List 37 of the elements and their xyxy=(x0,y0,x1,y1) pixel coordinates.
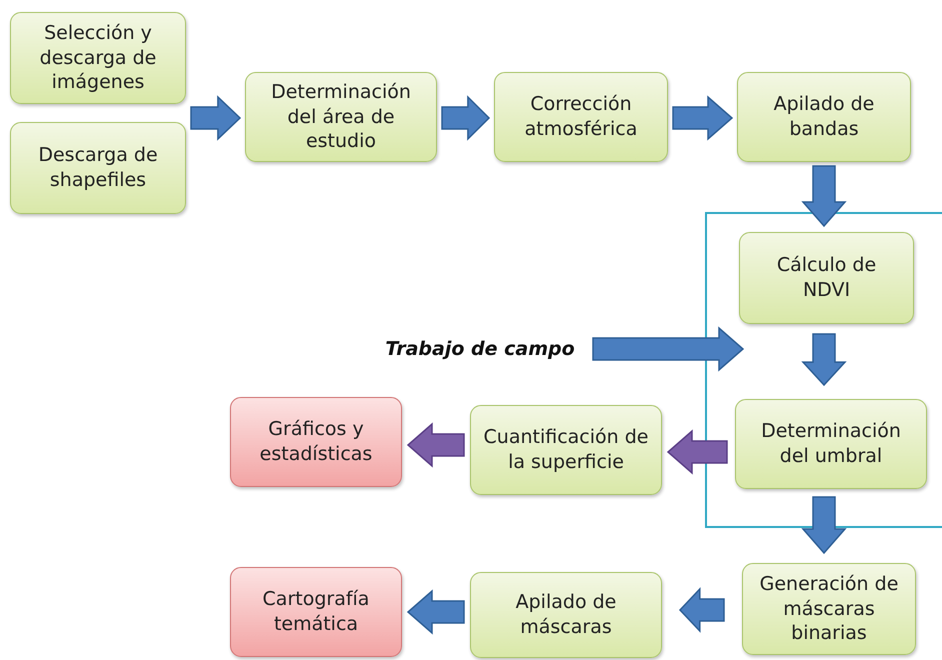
step-label: Apilado de máscaras xyxy=(514,590,618,640)
step-label: Generación de máscaras binarias xyxy=(758,572,900,646)
step-label: Cuantificación de la superficie xyxy=(482,425,650,475)
block-arrow xyxy=(801,496,847,554)
process-box xyxy=(494,72,668,162)
process-box xyxy=(735,399,927,489)
annotation-text: Trabajo de campo xyxy=(384,336,576,362)
step-label: Cálculo de NDVI xyxy=(776,253,878,303)
process-box xyxy=(470,572,662,658)
result-box xyxy=(230,567,402,657)
block-arrow xyxy=(666,429,728,475)
block-arrow xyxy=(190,95,242,141)
step-label: Cartografía temática xyxy=(262,587,370,637)
step-label: Determinación del área de estudio xyxy=(270,80,412,154)
block-arrow xyxy=(406,589,465,635)
block-arrow xyxy=(678,587,725,633)
block-arrow xyxy=(592,326,744,372)
result-box xyxy=(230,397,402,487)
process-box xyxy=(10,122,186,214)
step-label: Corrección atmosférica xyxy=(524,92,638,142)
process-box xyxy=(10,12,186,104)
step-label: Determinación del umbral xyxy=(760,419,902,469)
block-arrow xyxy=(406,422,465,468)
process-box xyxy=(245,72,437,162)
step-label: Selección y descarga de imágenes xyxy=(38,20,158,96)
step-label: Gráficos y estadísticas xyxy=(258,417,374,467)
block-arrow xyxy=(801,333,847,386)
process-box xyxy=(737,72,911,162)
block-arrow xyxy=(441,95,490,141)
block-arrow xyxy=(801,165,847,228)
process-box xyxy=(739,232,914,324)
process-box xyxy=(470,405,662,495)
group-frame xyxy=(705,212,942,528)
step-label: Descarga de shapefiles xyxy=(37,143,159,193)
process-box xyxy=(742,563,916,655)
step-label: Apilado de bandas xyxy=(772,92,876,142)
block-arrow xyxy=(672,95,734,141)
